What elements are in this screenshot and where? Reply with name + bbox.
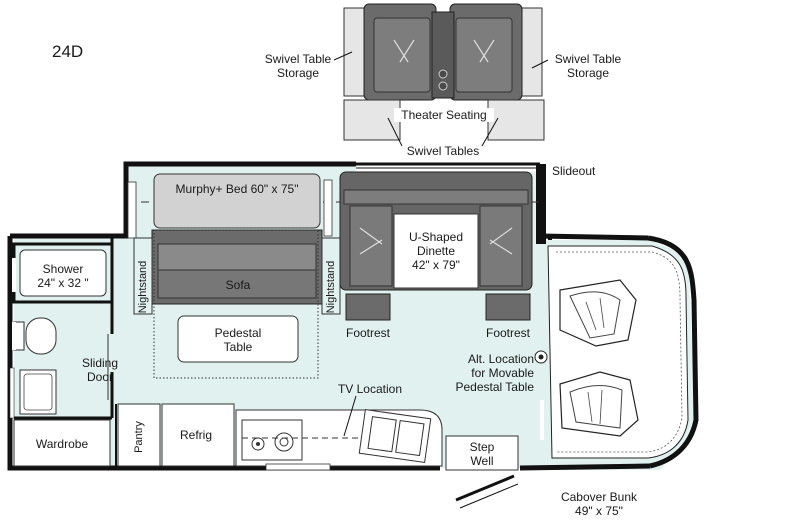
u-dinette xyxy=(339,171,533,291)
cooktop xyxy=(241,419,303,461)
pantry xyxy=(117,403,161,467)
bathroom xyxy=(12,238,114,420)
model-label: 24D xyxy=(52,42,84,61)
step-well-label: Step Well xyxy=(469,440,495,468)
swivel-storage-left-box xyxy=(343,7,367,97)
sofa-label: Sofa xyxy=(225,278,251,292)
sofa xyxy=(151,229,323,305)
step-well xyxy=(445,435,519,471)
wardrobe-label: Wardrobe xyxy=(35,437,89,451)
slideout-label: Slideout xyxy=(552,164,596,178)
entry-door xyxy=(455,474,519,509)
footrest-right xyxy=(485,293,531,321)
bathroom-sink xyxy=(19,369,57,415)
swivel-storage-right-label: Swivel Table Storage xyxy=(554,52,622,80)
cabover-bunk-label: Cabover Bunk 49" x 75" xyxy=(560,490,638,518)
refrig-label: Refrig xyxy=(179,428,212,442)
wardrobe xyxy=(13,419,111,467)
swivel-table-left xyxy=(343,99,401,141)
cab-seat-driver xyxy=(559,279,637,347)
pedestal-table-label: Pedestal Table xyxy=(214,326,262,354)
swivel-table-right xyxy=(487,99,545,141)
footrest-right-label: Footrest xyxy=(485,326,530,340)
swivel-storage-left-label: Swivel Table Storage xyxy=(264,52,332,80)
sliding-door-label: Sliding Door xyxy=(81,356,119,384)
nightstand-right-label: Nightstand xyxy=(325,260,337,314)
footrest-left xyxy=(345,293,391,321)
bed-footprint xyxy=(153,229,319,379)
murphy-bed xyxy=(153,173,321,229)
swivel-tables-label: Swivel Tables xyxy=(406,144,480,158)
pantry-label: Pantry xyxy=(133,421,145,453)
swivel-storage-right-box xyxy=(519,7,543,97)
murphy-bed-label: Murphy+ Bed 60" x 75" xyxy=(175,182,299,196)
pedestal-table xyxy=(177,315,299,363)
theater-seating-label: Theater Seating xyxy=(394,108,494,122)
u-dinette-label: U-Shaped Dinette 42" x 79" xyxy=(408,230,464,272)
shower-label: Shower 24" x 32 " xyxy=(37,262,89,290)
nightstand-left-label: Nightstand xyxy=(137,260,149,314)
theater-console xyxy=(431,11,455,99)
theater-seating-inset xyxy=(333,3,549,147)
toilet xyxy=(25,317,57,355)
alt-location-label: Alt. Location for Movable Pedestal Table xyxy=(455,352,534,394)
cab-seat-passenger xyxy=(559,371,639,437)
tv-location-label: TV Location xyxy=(337,382,403,396)
refrig xyxy=(161,403,235,467)
footrest-left-label: Footrest xyxy=(345,326,390,340)
